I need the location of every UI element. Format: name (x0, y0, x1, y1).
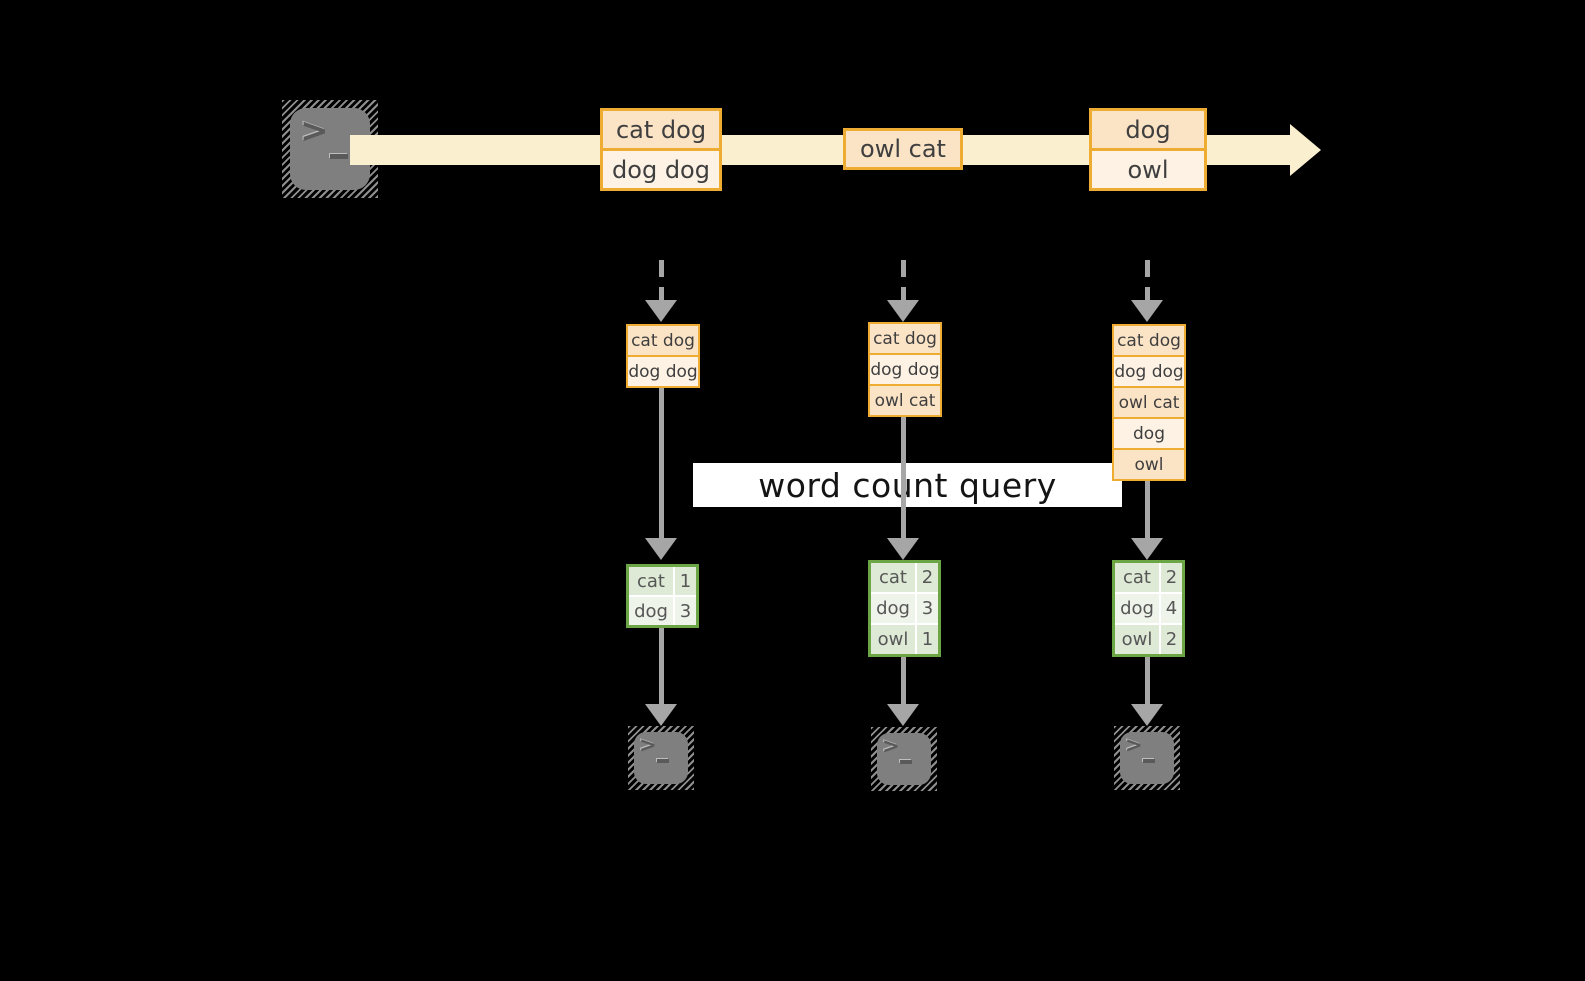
terminal-cursor-glyph (657, 759, 669, 763)
terminal-prompt-glyph: > (300, 111, 329, 151)
state-stack-1: cat dog dog dog (626, 324, 700, 388)
word-cell: cat (629, 567, 673, 595)
dashed-arrow-line (659, 260, 664, 302)
word-count-query-text: word count query (758, 465, 1057, 505)
terminal-sink-icon: > (871, 727, 937, 791)
word-cell: owl (1115, 625, 1159, 654)
count-cell: 2 (1161, 625, 1182, 654)
stack-row: dog dog (628, 357, 698, 386)
terminal-sink-icon: > (628, 726, 694, 790)
dashed-arrow-line (1145, 260, 1150, 302)
stack-row: cat dog (870, 324, 940, 353)
count-cell: 3 (917, 594, 938, 623)
terminal-face (634, 732, 688, 784)
arrow-line (901, 657, 906, 706)
stack-row: owl cat (1114, 388, 1184, 417)
word-cell: owl (871, 625, 915, 654)
stack-row: cat dog (628, 326, 698, 355)
stream-batch-1: cat dog dog dog (600, 108, 722, 191)
terminal-cursor-glyph (900, 760, 912, 764)
stack-row: owl (1114, 450, 1184, 479)
terminal-face (1120, 732, 1174, 784)
batch-line: owl (1092, 151, 1204, 188)
arrow-line (659, 628, 664, 706)
word-cell: dog (871, 594, 915, 623)
word-cell: cat (1115, 563, 1159, 592)
arrow-line (901, 417, 906, 540)
arrow-line (659, 388, 664, 540)
arrowhead-icon (1131, 538, 1163, 560)
stack-row: owl cat (870, 386, 940, 415)
terminal-cursor-glyph (330, 154, 348, 159)
stream-arrowhead-icon (1290, 124, 1321, 176)
count-cell: 1 (675, 567, 696, 595)
count-table-3: cat 2 dog 4 owl 2 (1112, 560, 1185, 657)
arrowhead-icon (887, 704, 919, 726)
batch-line: cat dog (603, 111, 719, 148)
count-cell: 4 (1161, 594, 1182, 623)
terminal-prompt-glyph: > (1125, 733, 1143, 757)
batch-line: dog (1092, 111, 1204, 148)
dashed-arrowhead-icon (887, 300, 919, 322)
stream-batch-2: owl cat (843, 128, 963, 170)
dashed-arrow-line (901, 260, 906, 302)
count-cell: 1 (917, 625, 938, 654)
batch-line: dog dog (603, 151, 719, 188)
stack-row: dog dog (1114, 357, 1184, 386)
word-cell: dog (1115, 594, 1159, 623)
stack-row: dog dog (870, 355, 940, 384)
terminal-sink-icon: > (1114, 726, 1180, 790)
count-table-1: cat 1 dog 3 (626, 564, 699, 628)
terminal-prompt-glyph: > (639, 733, 657, 757)
word-cell: dog (629, 597, 673, 625)
stack-row: cat dog (1114, 326, 1184, 355)
terminal-prompt-glyph: > (882, 734, 900, 758)
arrow-line (1145, 657, 1150, 706)
dashed-arrowhead-icon (645, 300, 677, 322)
count-cell: 3 (675, 597, 696, 625)
count-cell: 2 (1161, 563, 1182, 592)
state-stack-2: cat dog dog dog owl cat (868, 322, 942, 417)
arrowhead-icon (1131, 704, 1163, 726)
dashed-arrowhead-icon (1131, 300, 1163, 322)
state-stack-3: cat dog dog dog owl cat dog owl (1112, 324, 1186, 481)
arrowhead-icon (645, 538, 677, 560)
stack-row: dog (1114, 419, 1184, 448)
word-cell: cat (871, 563, 915, 592)
batch-line: owl cat (846, 131, 960, 167)
count-cell: 2 (917, 563, 938, 592)
arrow-line (1145, 481, 1150, 540)
stream-batch-3: dog owl (1089, 108, 1207, 191)
terminal-cursor-glyph (1143, 759, 1155, 763)
word-count-query-label: word count query (693, 463, 1122, 507)
arrowhead-icon (887, 538, 919, 560)
terminal-face (877, 733, 931, 785)
arrowhead-icon (645, 704, 677, 726)
count-table-2: cat 2 dog 3 owl 1 (868, 560, 941, 657)
